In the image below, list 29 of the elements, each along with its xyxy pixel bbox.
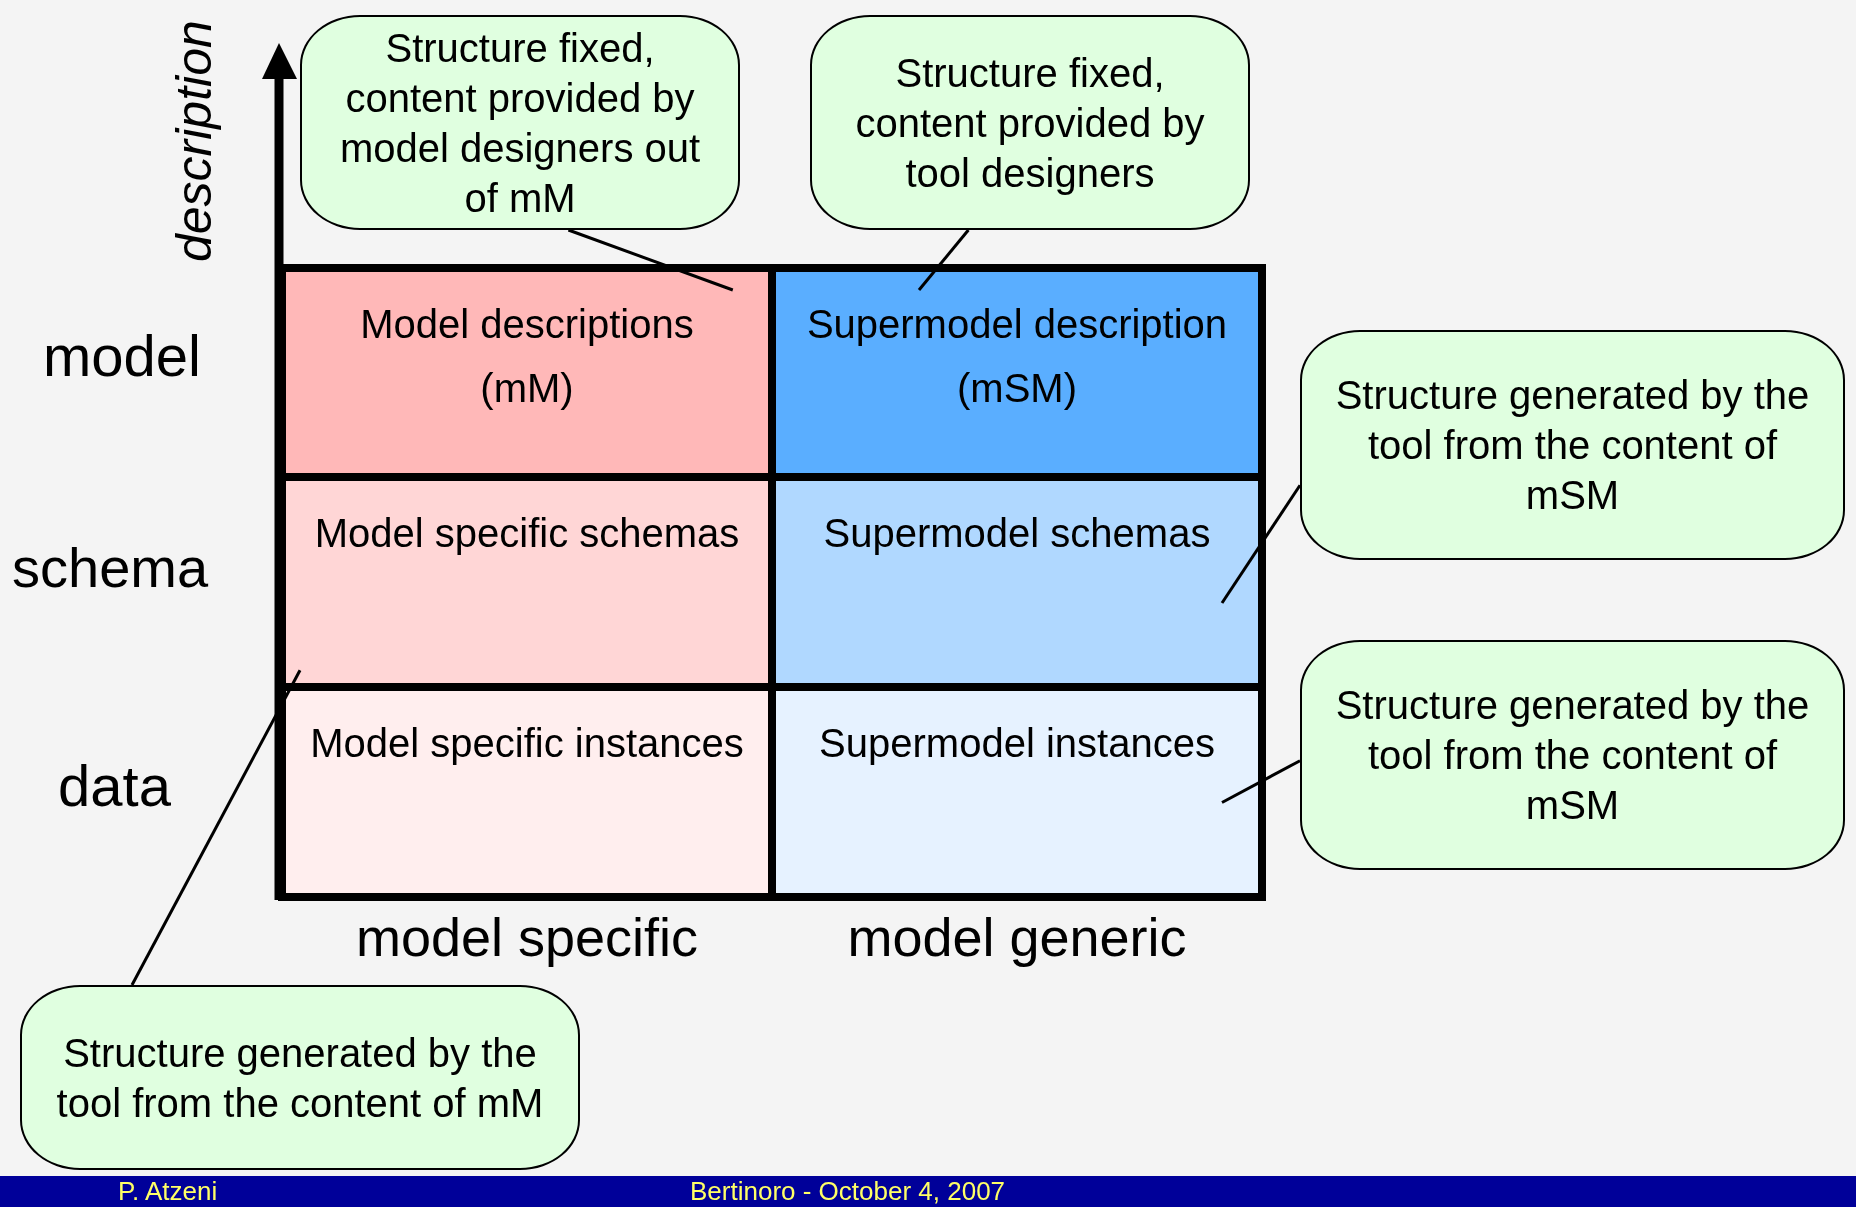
callout-text: Structure fixed, content provided by tool designers <box>854 49 1206 197</box>
callout-text: Structure generated by the tool from the content of mSM <box>1334 682 1811 829</box>
cell-label: Model specific instances <box>309 720 745 767</box>
callout-text: Structure generated by the tool from the content of mSM <box>1334 372 1811 519</box>
leader-line <box>917 229 970 291</box>
cell-label: Model specific schemas <box>313 510 741 557</box>
cell-label: Supermodel description (mSM) <box>805 301 1229 412</box>
cell-label: Supermodel schemas <box>822 510 1212 557</box>
cell-label: Supermodel instances <box>818 720 1216 767</box>
cell-label: Model descriptions (mM) <box>359 301 695 412</box>
speech-bubble <box>1300 330 1845 560</box>
speech-bubble <box>1300 640 1845 870</box>
callout-text: Structure fixed, content provided by model designers out of mM <box>338 24 702 222</box>
speech-bubble <box>20 985 580 1170</box>
speech-bubble <box>810 15 1250 230</box>
row-label: model <box>43 322 201 389</box>
row-label: schema <box>12 535 209 600</box>
leader-line <box>1220 484 1302 604</box>
footer-text: P. Atzeni <box>118 1177 218 1206</box>
row-label: data <box>58 752 171 819</box>
axis-label: description <box>165 20 223 262</box>
leader-line <box>567 228 734 292</box>
column-label: model generic <box>846 906 1188 969</box>
leader-line <box>130 669 302 986</box>
callout-text: Structure generated by the tool from the content of mM <box>55 1029 545 1127</box>
leader-line <box>1221 759 1301 804</box>
footer-text: Bertinoro - October 4, 2007 <box>690 1177 1006 1206</box>
speech-bubble <box>300 15 740 230</box>
column-label: model specific <box>354 906 700 969</box>
